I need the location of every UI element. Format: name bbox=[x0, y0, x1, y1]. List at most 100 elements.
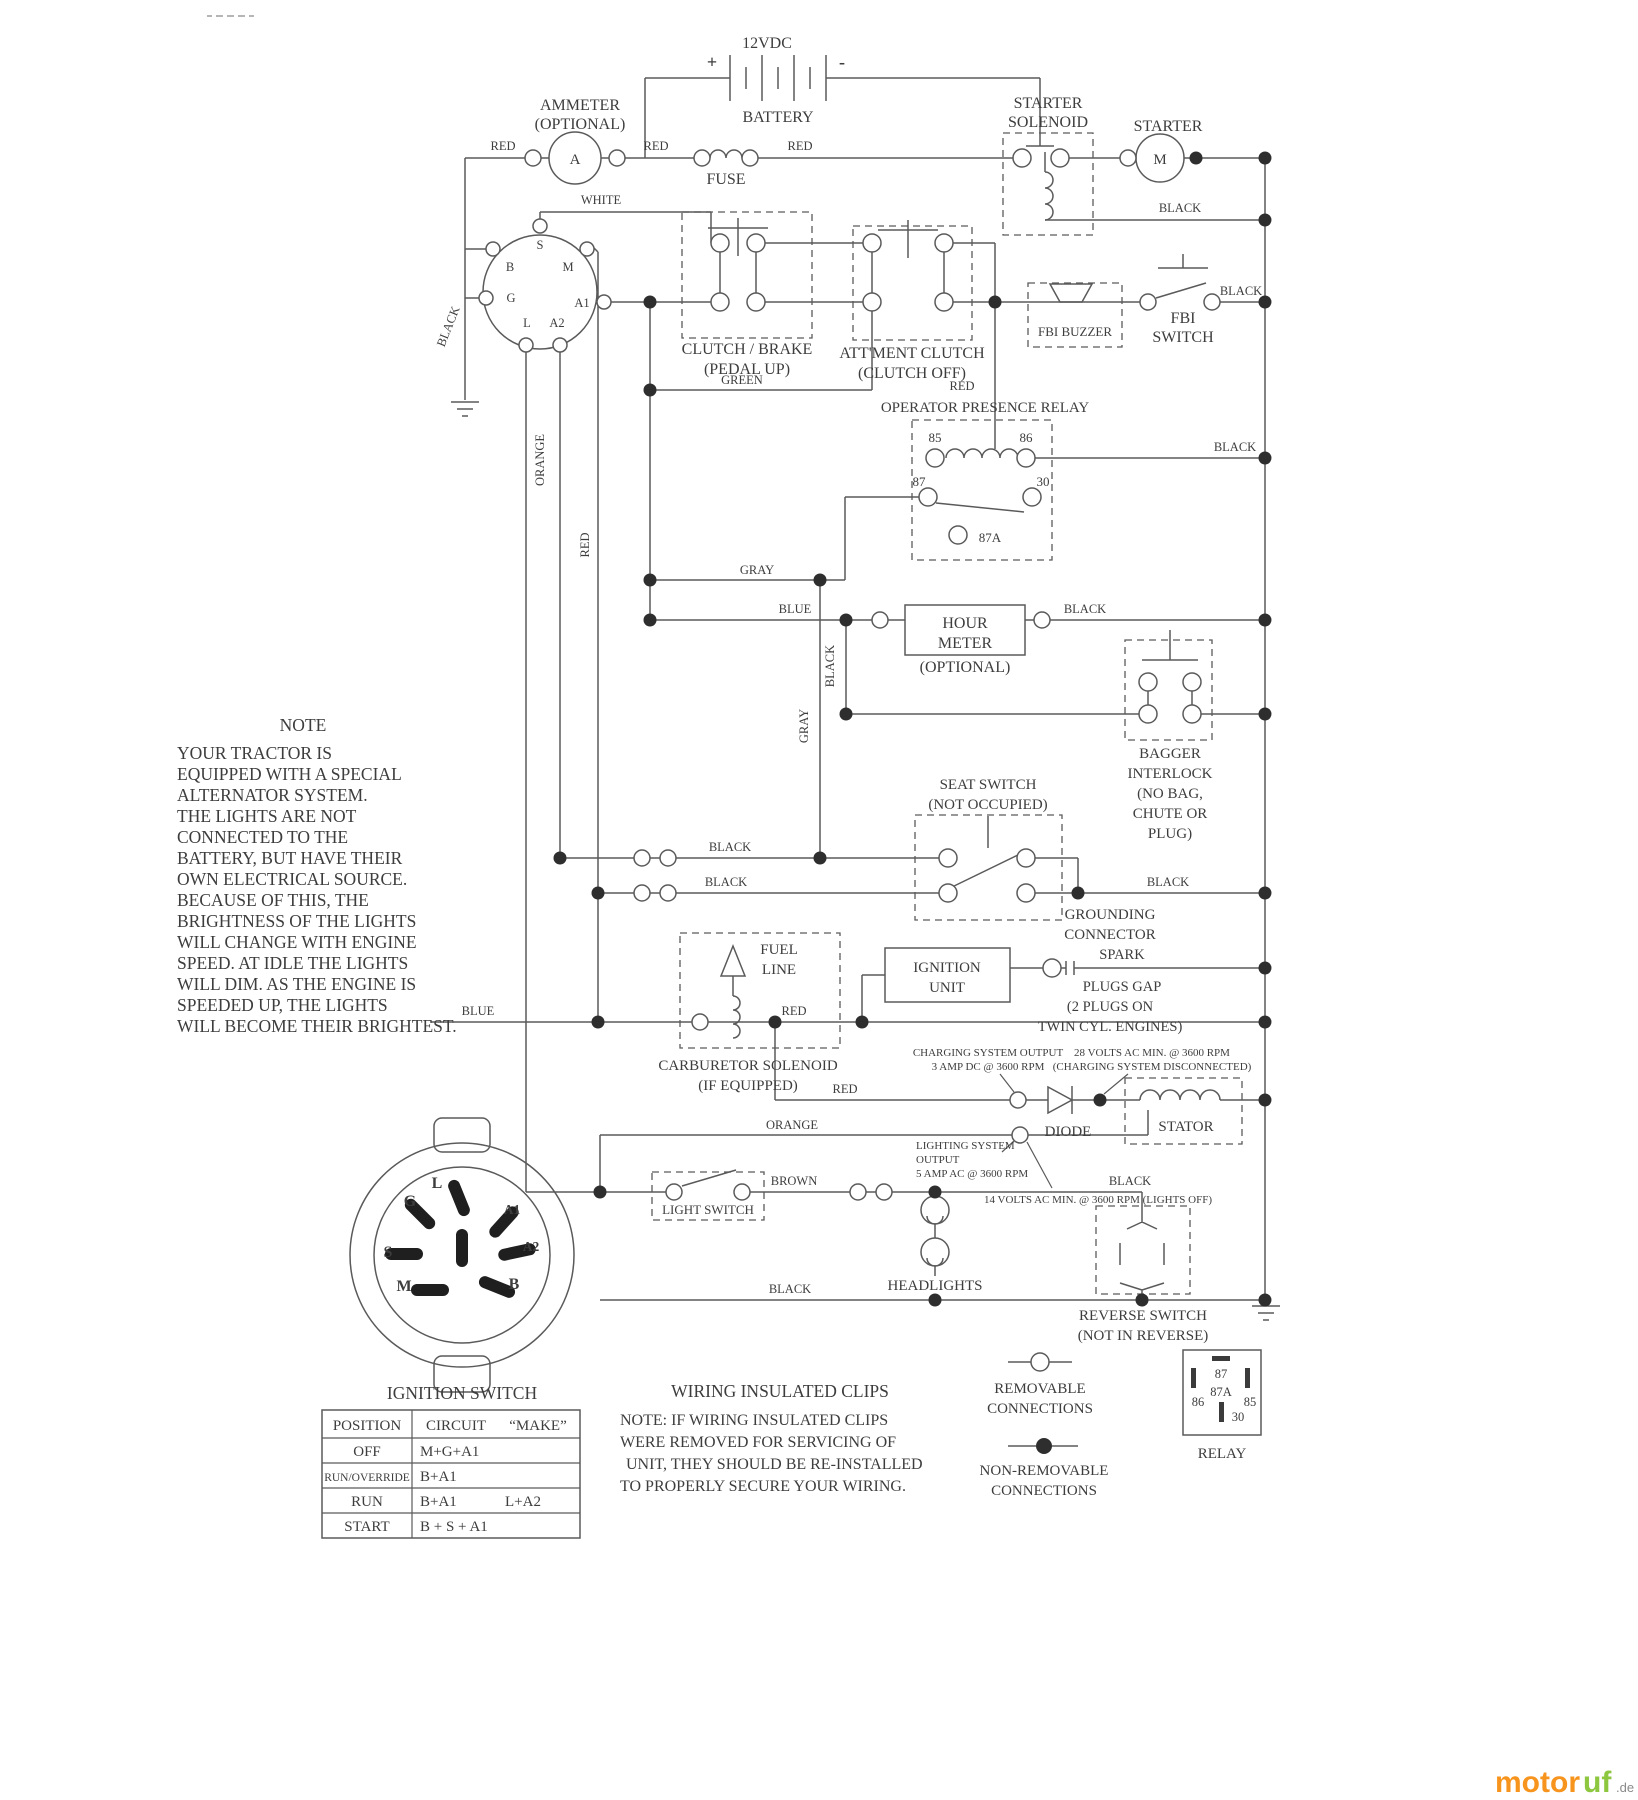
wire-label-orange: ORANGE bbox=[766, 1118, 818, 1132]
starter-symbol: M bbox=[1153, 152, 1166, 168]
wire-label-black: BLACK bbox=[434, 304, 463, 349]
seat-switch-box bbox=[914, 814, 1063, 921]
connector-terminals bbox=[478, 148, 1221, 1372]
bagger-label-5: PLUG) bbox=[1148, 826, 1192, 842]
table-cell: B + S + A1 bbox=[420, 1519, 488, 1535]
battery-label: BATTERY bbox=[742, 109, 814, 126]
buzzer-icon bbox=[1048, 283, 1094, 303]
fbi-buzzer-box bbox=[1027, 282, 1123, 348]
fuse-icon bbox=[709, 149, 743, 159]
wire-label-red: RED bbox=[491, 139, 516, 153]
fbi-switch-label-1: FBI bbox=[1171, 310, 1196, 327]
wire-label-black: BLACK bbox=[1147, 875, 1189, 889]
clips-line: NOTE: IF WIRING INSULATED CLIPS bbox=[620, 1412, 888, 1429]
junction-dots bbox=[553, 151, 1272, 1454]
reverse-switch-label-2: (NOT IN REVERSE) bbox=[1078, 1328, 1209, 1344]
wire-label-gray: GRAY bbox=[797, 709, 811, 743]
lighting-spec-label: 14 VOLTS AC MIN. @ 3600 RPM (LIGHTS OFF) bbox=[984, 1194, 1212, 1206]
note-line: WILL CHANGE WITH ENGINE bbox=[177, 932, 417, 952]
starter-solenoid-label-1: STARTER bbox=[1014, 95, 1083, 112]
terminal-l: L bbox=[523, 316, 531, 330]
battery-icon bbox=[729, 55, 827, 101]
table-cell: RUN/OVERRIDE bbox=[324, 1472, 410, 1484]
seat-switch-label-2: (NOT OCCUPIED) bbox=[928, 797, 1047, 813]
note-title: NOTE bbox=[280, 715, 327, 735]
ground-icon-left bbox=[451, 401, 479, 417]
note-line: EQUIPPED WITH A SPECIAL bbox=[177, 764, 402, 784]
bagger-interlock-box bbox=[1124, 639, 1213, 741]
big-switch-m: M bbox=[396, 1278, 411, 1295]
relay-terminal-87a: 87A bbox=[979, 530, 1002, 545]
wire-label-black: BLACK bbox=[1109, 1174, 1151, 1188]
relay-pin-86: 86 bbox=[1192, 1395, 1205, 1409]
note-line: WILL DIM. AS THE ENGINE IS bbox=[177, 974, 416, 994]
fuse-label: FUSE bbox=[706, 171, 745, 188]
removable-connections-label-1: REMOVABLE bbox=[994, 1381, 1085, 1397]
solenoid-coil-icon bbox=[1044, 171, 1054, 221]
battery-minus: - bbox=[839, 52, 845, 72]
brand-logo: motor bbox=[1495, 1766, 1580, 1799]
wire-label-red: RED bbox=[644, 139, 669, 153]
wire-label-blue: BLUE bbox=[462, 1004, 495, 1018]
relay-coil-icon bbox=[945, 448, 1019, 459]
carburetor-coil-icon bbox=[732, 995, 741, 1039]
note-line: THE LIGHTS ARE NOT bbox=[177, 806, 357, 826]
hour-meter-label-1: HOUR bbox=[942, 615, 988, 632]
relay-pin-85: 85 bbox=[1244, 1395, 1257, 1409]
spark-plugs-label-1: SPARK bbox=[1099, 947, 1145, 963]
wire-label-green: GREEN bbox=[721, 373, 763, 387]
ammeter-label: AMMETER bbox=[540, 97, 620, 114]
terminal-a1: A1 bbox=[574, 296, 589, 310]
table-header-position: POSITION bbox=[333, 1418, 402, 1434]
wire-label-black: BLACK bbox=[823, 645, 837, 687]
charging-output-label-1: CHARGING SYSTEM OUTPUT bbox=[913, 1047, 1064, 1059]
hour-meter-label-2: METER bbox=[938, 635, 993, 652]
big-switch-s: S bbox=[384, 1244, 393, 1261]
fuel-line-label-2: LINE bbox=[762, 962, 796, 978]
lighting-output-label-3: 5 AMP AC @ 3600 RPM bbox=[916, 1168, 1028, 1180]
terminal-b: B bbox=[506, 260, 514, 274]
note-line: ALTERNATOR SYSTEM. bbox=[177, 785, 368, 805]
fbi-buzzer-label: FBI BUZZER bbox=[1038, 324, 1112, 339]
attachment-clutch-box bbox=[852, 225, 973, 341]
wire-label-black: BLACK bbox=[1214, 440, 1256, 454]
note-line: BRIGHTNESS OF THE LIGHTS bbox=[177, 911, 416, 931]
brand-logo-2: uf bbox=[1583, 1766, 1612, 1799]
big-switch-g: G bbox=[404, 1193, 417, 1210]
table-header-circuit: CIRCUIT bbox=[426, 1418, 486, 1434]
relay-terminal-30: 30 bbox=[1037, 474, 1050, 489]
relay-pin-87: 87 bbox=[1215, 1367, 1228, 1381]
stator-coil-icon bbox=[1139, 1089, 1221, 1101]
charging-spec-label-2: (CHARGING SYSTEM DISCONNECTED) bbox=[1053, 1061, 1252, 1073]
nonremovable-connections-label-1: NON-REMOVABLE bbox=[980, 1463, 1109, 1479]
note-line: CONNECTED TO THE bbox=[177, 827, 348, 847]
fbi-switch-label-2: SWITCH bbox=[1152, 329, 1214, 346]
light-switch-box bbox=[651, 1171, 765, 1221]
lighting-output-label-1: LIGHTING SYSTEM bbox=[916, 1140, 1015, 1152]
annotation-pointer-lines bbox=[999, 1073, 1129, 1189]
wire-label-red: RED bbox=[578, 533, 592, 558]
bagger-label-1: BAGGER bbox=[1139, 746, 1201, 762]
note-line: BECAUSE OF THIS, THE bbox=[177, 890, 369, 910]
terminal-m: M bbox=[562, 260, 573, 274]
hour-meter-optional: (OPTIONAL) bbox=[920, 659, 1011, 676]
brand-tld: .de bbox=[1616, 1780, 1634, 1795]
reverse-switch-box bbox=[1095, 1205, 1191, 1295]
table-cell: RUN bbox=[351, 1494, 383, 1510]
wire-label-black: BLACK bbox=[709, 840, 751, 854]
spark-plugs-label-2: PLUGS GAP bbox=[1083, 979, 1162, 995]
light-switch-label: LIGHT SWITCH bbox=[662, 1202, 754, 1217]
attachment-clutch-label-2: (CLUTCH OFF) bbox=[858, 365, 966, 382]
wire-segments bbox=[430, 77, 1266, 1447]
attachment-clutch-label-1: ATT'MENT CLUTCH bbox=[839, 345, 985, 362]
table-cell: L+A2 bbox=[505, 1494, 541, 1510]
clips-line: UNIT, THEY SHOULD BE RE-INSTALLED bbox=[626, 1456, 923, 1473]
ignition-unit-label-1: IGNITION bbox=[913, 960, 981, 976]
clutch-brake-label-1: CLUTCH / BRAKE bbox=[682, 341, 813, 358]
relay-legend-label: RELAY bbox=[1198, 1446, 1247, 1462]
switch-actuator-icons bbox=[681, 145, 1208, 1187]
ignition-switch-big-icon bbox=[349, 1117, 575, 1393]
wire-label-brown: BROWN bbox=[771, 1174, 818, 1188]
reverse-switch-label-1: REVERSE SWITCH bbox=[1079, 1308, 1207, 1324]
